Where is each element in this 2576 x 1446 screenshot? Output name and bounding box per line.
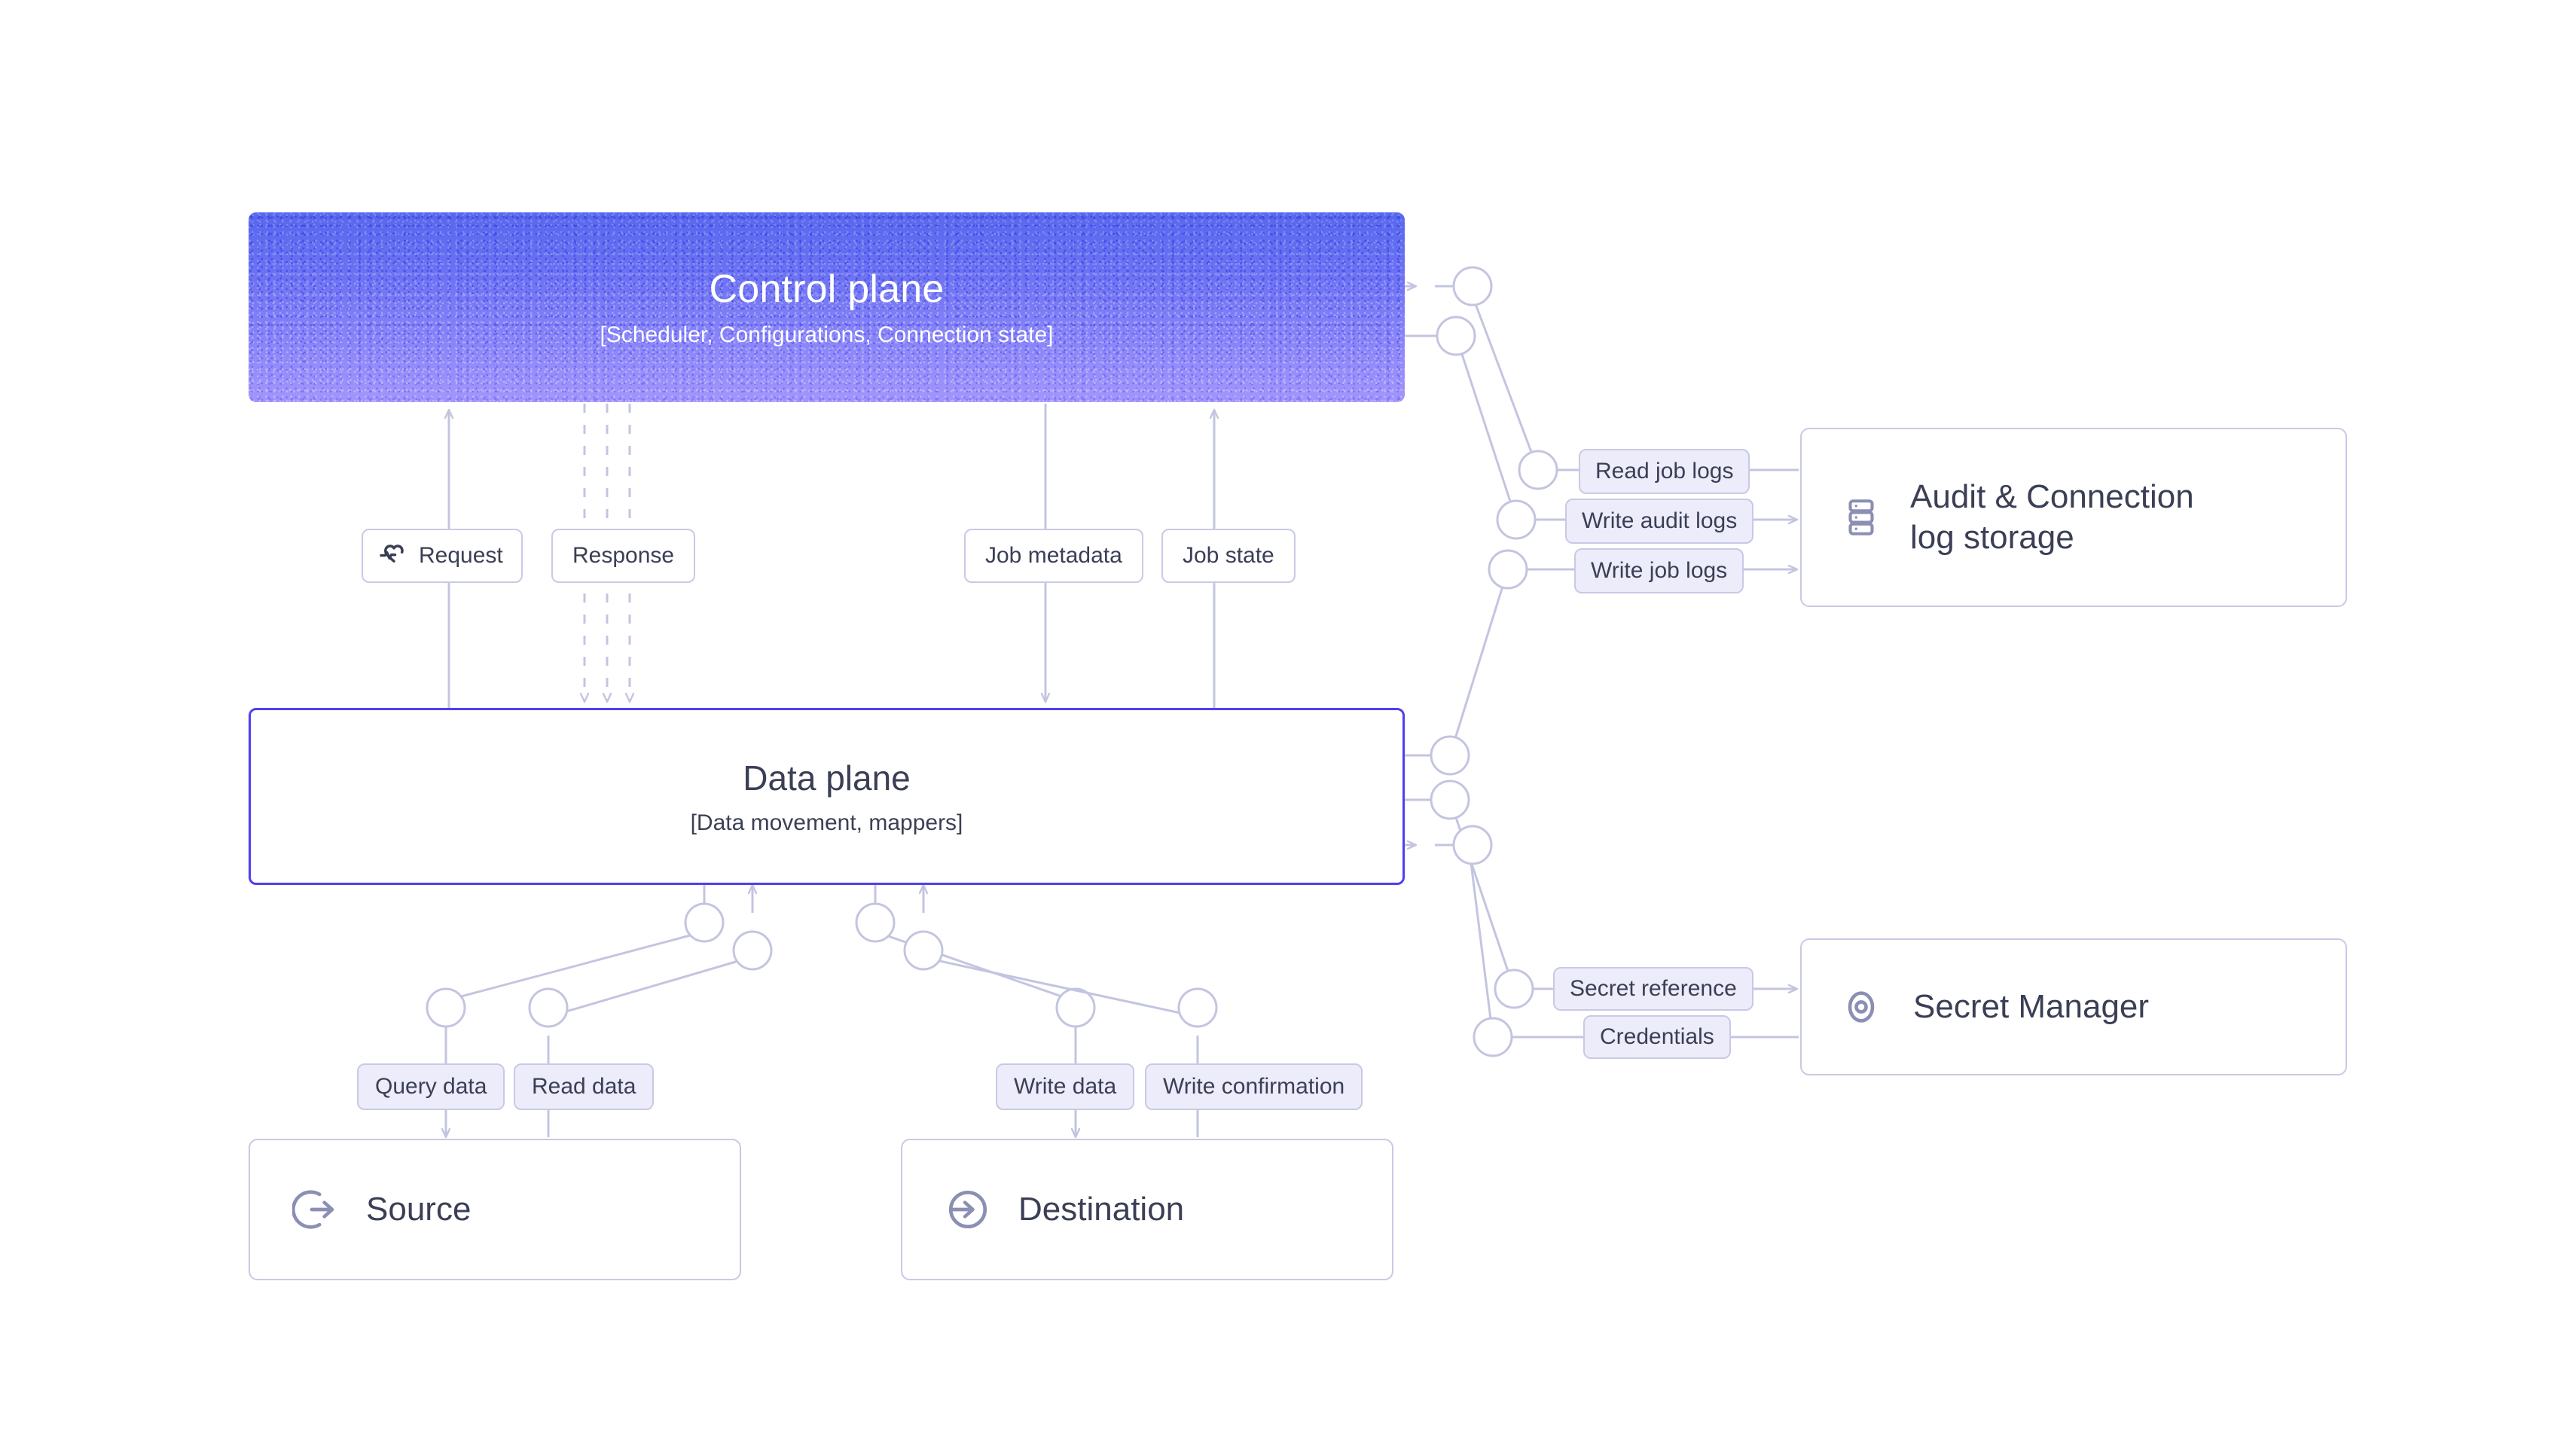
edge-label-query-data-text: Query data [375,1074,487,1099]
edge-label-job-metadata[interactable]: Job metadata [964,529,1143,583]
audit-label-line1: Audit & Connection [1910,478,2194,516]
edge-write-confirmation [903,885,1218,1137]
edge-credentials [1405,825,1799,1057]
edge-label-read-job-logs-text: Read job logs [1595,459,1734,484]
edge-label-read-job-logs[interactable]: Read job logs [1579,449,1750,494]
control-plane-box[interactable]: Control plane [Scheduler, Configurations… [249,212,1405,402]
edge-label-read-data-text: Read data [532,1074,636,1099]
log-out-icon [292,1186,339,1233]
heart-pulse-icon [377,541,407,571]
edge-query-data [426,885,725,1137]
edge-label-read-data[interactable]: Read data [514,1063,655,1110]
secret-manager-label: Secret Manager [1913,988,2150,1026]
destination-box[interactable]: Destination [901,1139,1393,1280]
edge-label-write-job-logs-text: Write job logs [1591,558,1728,583]
control-plane-subtitle: [Scheduler, Configurations, Connection s… [600,322,1054,347]
edge-label-credentials[interactable]: Credentials [1583,1015,1731,1059]
edge-label-secret-reference-text: Secret reference [1570,976,1737,1001]
edge-label-job-state[interactable]: Job state [1161,529,1296,583]
eye-target-icon [1839,985,1883,1029]
edge-label-write-confirmation-text: Write confirmation [1163,1074,1345,1099]
database-rack-icon [1839,496,1883,539]
edge-label-query-data[interactable]: Query data [357,1063,505,1110]
secret-manager-box[interactable]: Secret Manager [1800,938,2347,1075]
edge-write-audit-logs [1405,316,1797,540]
edge-read-job-logs [1405,266,1799,490]
control-plane-title: Control plane [709,267,945,311]
edge-label-response-text: Response [572,543,675,568]
edge-label-job-state-text: Job state [1183,543,1274,568]
log-in-icon [945,1186,991,1233]
audit-log-storage-label: Audit & Connection log storage [1910,477,2194,557]
edge-label-write-job-logs[interactable]: Write job logs [1574,548,1744,593]
edge-label-write-audit-logs[interactable]: Write audit logs [1565,499,1754,544]
edge-label-write-audit-logs-text: Write audit logs [1582,508,1738,533]
data-plane-box[interactable]: Data plane [Data movement, mappers] [249,708,1405,885]
edge-label-request-text: Request [419,543,503,568]
source-label: Source [366,1191,472,1228]
edge-label-write-data[interactable]: Write data [996,1063,1135,1110]
destination-label: Destination [1018,1191,1185,1228]
edge-label-write-confirmation[interactable]: Write confirmation [1145,1063,1363,1110]
edge-label-response[interactable]: Response [551,529,696,583]
data-plane-title: Data plane [743,758,911,798]
edge-label-secret-reference[interactable]: Secret reference [1553,967,1753,1011]
audit-log-storage-box[interactable]: Audit & Connection log storage [1800,428,2347,607]
source-box[interactable]: Source [249,1139,741,1280]
edge-label-write-data-text: Write data [1014,1074,1117,1099]
edge-label-request[interactable]: Request [362,529,523,583]
edge-write-job-logs [1405,549,1797,776]
edge-label-job-metadata-text: Job metadata [985,543,1122,568]
audit-label-line2: log storage [1910,519,2074,556]
edge-label-credentials-text: Credentials [1600,1024,1714,1049]
data-plane-subtitle: [Data movement, mappers] [690,810,963,835]
edge-read-data [528,885,773,1137]
